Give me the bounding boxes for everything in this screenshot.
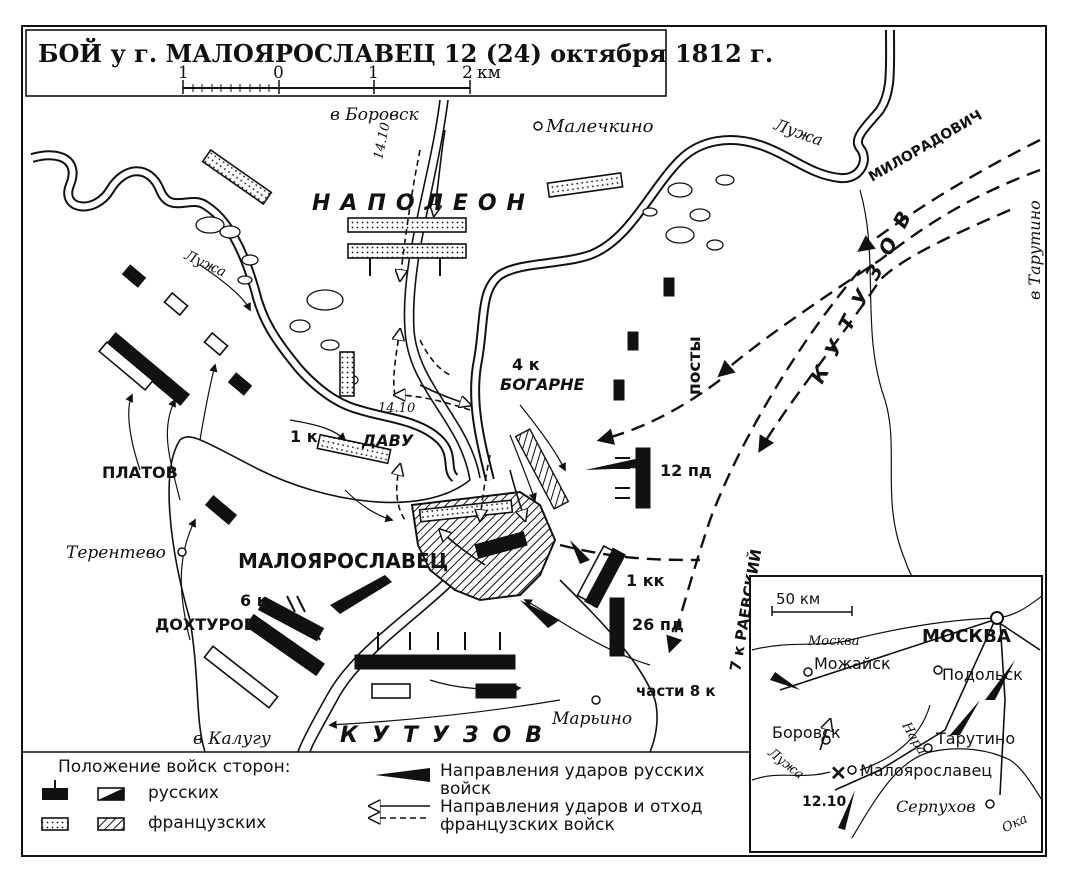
scale-tick-1: 1	[178, 63, 189, 83]
label-davu: ДАВУ	[361, 431, 414, 450]
terentevo-marker	[177, 547, 187, 557]
inset-moskva-river: Москва	[807, 634, 860, 649]
label-platov: ПЛАТОВ	[102, 463, 178, 482]
label-4k: 4 к	[512, 355, 540, 374]
inset-tarutino: Тарутино	[935, 729, 1015, 748]
woods	[195, 174, 735, 386]
scale-tick-4: 2	[462, 63, 473, 83]
label-12pd: 12 пд	[660, 461, 712, 480]
legend: Положение войск сторон: русских французс…	[41, 757, 704, 835]
scale-bar: 1 0 1 2 км	[178, 63, 501, 94]
inset-serpukhov: Серпухов	[896, 797, 976, 816]
label-bogarne: БОГАРНЕ	[500, 375, 584, 394]
inset-map: 50 км ✕ МОСКВА Москва Можайск Подольск Б…	[749, 575, 1043, 853]
inset-date: 12.10	[802, 794, 847, 810]
label-tarutino-road: в Тарутино	[1025, 200, 1044, 300]
russian-march-arrows	[559, 138, 1041, 654]
legend-russian: русских	[148, 783, 219, 803]
label-napoleon: НАПОЛЕОН	[312, 191, 535, 216]
french-movement-arrows	[394, 129, 525, 566]
malechkino-marker	[533, 121, 543, 131]
label-terentevo: Терентево	[66, 543, 166, 563]
scale-tick-2: 0	[273, 63, 284, 83]
roads	[168, 99, 658, 753]
label-luzha-top: Лужа	[771, 114, 826, 149]
legend-ru-swatch-1	[42, 788, 68, 800]
legend-ru-arrow	[375, 768, 430, 782]
french-units	[201, 148, 624, 523]
label-kutuzov-right: КУТУЗОВ	[805, 195, 923, 388]
map-title: БОЙ у г. МАЛОЯРОСЛАВЕЦ 12 (24) октября 1…	[38, 37, 773, 68]
label-luzha-left: Лужа	[181, 247, 229, 281]
legend-positions-title: Положение войск сторон:	[58, 757, 290, 777]
label-borovsk-road: в Боровск	[330, 105, 420, 125]
inset-scale: 50 км	[776, 590, 820, 608]
inset-borovsk: Боровск	[772, 723, 841, 742]
maryino-marker	[591, 695, 601, 705]
legend-fr-attacks-1: Направления ударов и отход	[440, 797, 702, 817]
label-1k: 1 к	[290, 427, 318, 446]
legend-french: французских	[148, 813, 266, 833]
inset-podolsk: Подольск	[942, 665, 1023, 684]
inset-maloyaroslavets: Малоярославец	[860, 761, 992, 780]
legend-ru-attacks-1: Направления ударов русских	[440, 761, 704, 781]
label-malechkino: Малечкино	[545, 116, 654, 137]
inset-moskva-city: МОСКВА	[922, 626, 1011, 647]
label-1kk: 1 кк	[626, 571, 665, 590]
legend-fr-attacks-2: французских войск	[440, 815, 615, 835]
russian-attack-arrows	[125, 264, 651, 729]
label-6k: 6 к	[240, 591, 268, 610]
label-posty: посты	[685, 336, 705, 395]
label-maryino: Марьино	[551, 709, 632, 729]
label-chasti-8k: части 8 к	[636, 682, 716, 700]
label-kutuzov-bottom: КУТУЗОВ	[340, 723, 556, 748]
legend-ru-attacks-2: войск	[440, 779, 491, 799]
label-miloradovich: МИЛОРАДОВИЧ	[866, 107, 985, 185]
label-kaluga-road: в Калугу	[193, 729, 271, 749]
label-date-b: 14.10	[378, 401, 415, 416]
label-dokhturov: ДОХТУРОВ	[155, 615, 256, 634]
scale-tick-3: 1	[368, 63, 379, 83]
map-frame	[21, 25, 1047, 857]
label-date-a: 14.10	[371, 121, 393, 161]
label-maloyaroslavets: МАЛОЯРОСЛАВЕЦ	[238, 549, 448, 573]
title-box	[25, 29, 667, 97]
label-26pd: 26 пд	[632, 615, 684, 634]
battle-cross-icon: ✕	[830, 761, 847, 785]
inset-mozhaysk: Можайск	[814, 654, 891, 673]
scale-unit: км	[477, 63, 501, 83]
legend-fr-swatch-1	[41, 817, 69, 831]
legend-fr-swatch-2	[97, 817, 125, 831]
